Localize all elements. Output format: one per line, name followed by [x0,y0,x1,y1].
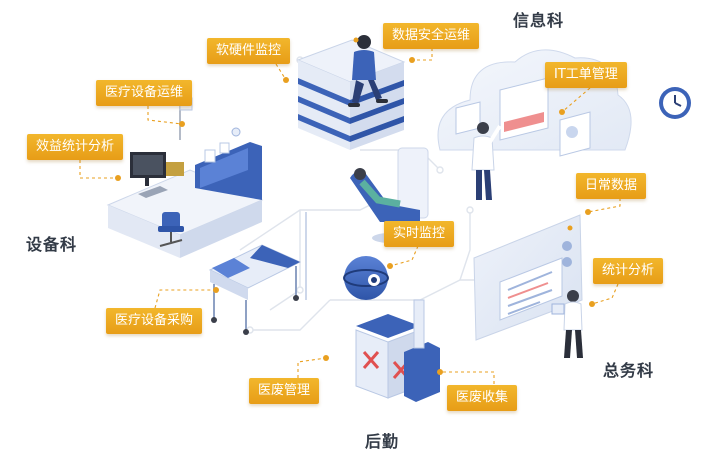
leader-lines [79,37,621,384]
server-rack [296,39,406,150]
department-logistics: 后勤 [365,432,400,451]
tag-benefit-analysis: 效益统计分析 [27,134,124,160]
dental-chair [350,147,429,243]
office-chair [158,212,184,247]
tag-data-security: 数据安全运维 [383,23,480,49]
tag-waste-management: 医废管理 [249,378,320,404]
tag-it-ticket: IT工单管理 [545,62,627,88]
tag-realtime-monitor: 实时监控 [384,221,455,247]
lab-workstation [106,127,264,258]
tag-equipment-purchase: 医疗设备采购 [106,308,203,334]
it-engineer-figure [348,35,388,107]
department-info: 信息科 [513,11,565,30]
department-equipment: 设备科 [26,235,78,254]
tag-software-monitor: 软硬件监控 [207,38,291,64]
hospital-bed [208,212,307,335]
medical-waste-bins [355,299,440,402]
tag-waste-collection: 医废收集 [447,385,518,411]
tag-daily-data: 日常数据 [576,173,647,199]
tag-statistics-analysis: 统计分析 [593,258,664,284]
department-general-affairs: 总务科 [603,361,655,380]
wall-clock-icon [659,87,691,119]
tag-medical-equipment-om: 医疗设备运维 [96,80,193,106]
sensor-globe [343,256,389,300]
doctor-figure [471,122,502,200]
staff-figure [551,290,583,358]
